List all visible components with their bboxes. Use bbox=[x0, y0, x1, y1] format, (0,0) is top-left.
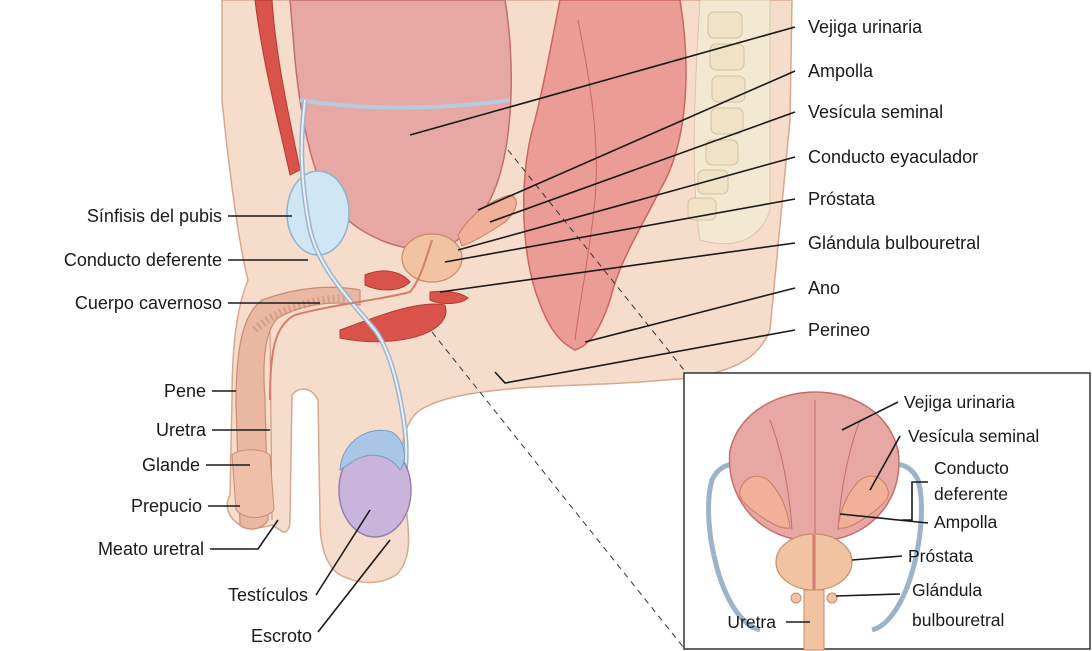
label-uretra: Uretra bbox=[156, 420, 207, 440]
label-bulbouretral: Glándula bulbouretral bbox=[808, 233, 980, 253]
label-testiculos: Testículos bbox=[228, 585, 308, 605]
inset-panel bbox=[684, 373, 1090, 650]
label-pene: Pene bbox=[164, 381, 206, 401]
label-ampolla: Ampolla bbox=[808, 61, 874, 81]
label-meato: Meato uretral bbox=[98, 539, 204, 559]
label-perineo: Perineo bbox=[808, 320, 870, 340]
label-vejiga: Vejiga urinaria bbox=[808, 17, 923, 37]
inset-label-ampolla: Ampolla bbox=[934, 512, 997, 532]
inset-label-bulbo-1: Glándula bbox=[912, 580, 982, 600]
label-ano: Ano bbox=[808, 278, 840, 298]
inset-label-vesicula: Vesícula seminal bbox=[908, 426, 1039, 446]
inset-label-bulbo-2: bulbouretral bbox=[912, 610, 1004, 630]
label-conducto-eyaculador: Conducto eyaculador bbox=[808, 147, 978, 167]
label-cuerpo-cavernoso: Cuerpo cavernoso bbox=[75, 293, 222, 313]
pubic-symphysis bbox=[287, 171, 349, 255]
label-conducto-deferente: Conducto deferente bbox=[64, 250, 222, 270]
label-escroto: Escroto bbox=[251, 626, 312, 646]
label-prepucio: Prepucio bbox=[131, 496, 202, 516]
label-sinfisis: Sínfisis del pubis bbox=[87, 206, 222, 226]
testis-group bbox=[339, 430, 411, 537]
inset-label-uretra: Uretra bbox=[727, 612, 776, 632]
label-prostata: Próstata bbox=[808, 189, 876, 209]
spine bbox=[688, 0, 770, 244]
inset-label-conducto-2: deferente bbox=[934, 484, 1008, 504]
inset-label-prostata: Próstata bbox=[908, 546, 973, 566]
label-glande: Glande bbox=[142, 455, 200, 475]
inset-label-conducto-1: Conducto bbox=[934, 458, 1009, 478]
label-vesicula: Vesícula seminal bbox=[808, 102, 943, 122]
inset-label-vejiga: Vejiga urinaria bbox=[904, 392, 1015, 412]
